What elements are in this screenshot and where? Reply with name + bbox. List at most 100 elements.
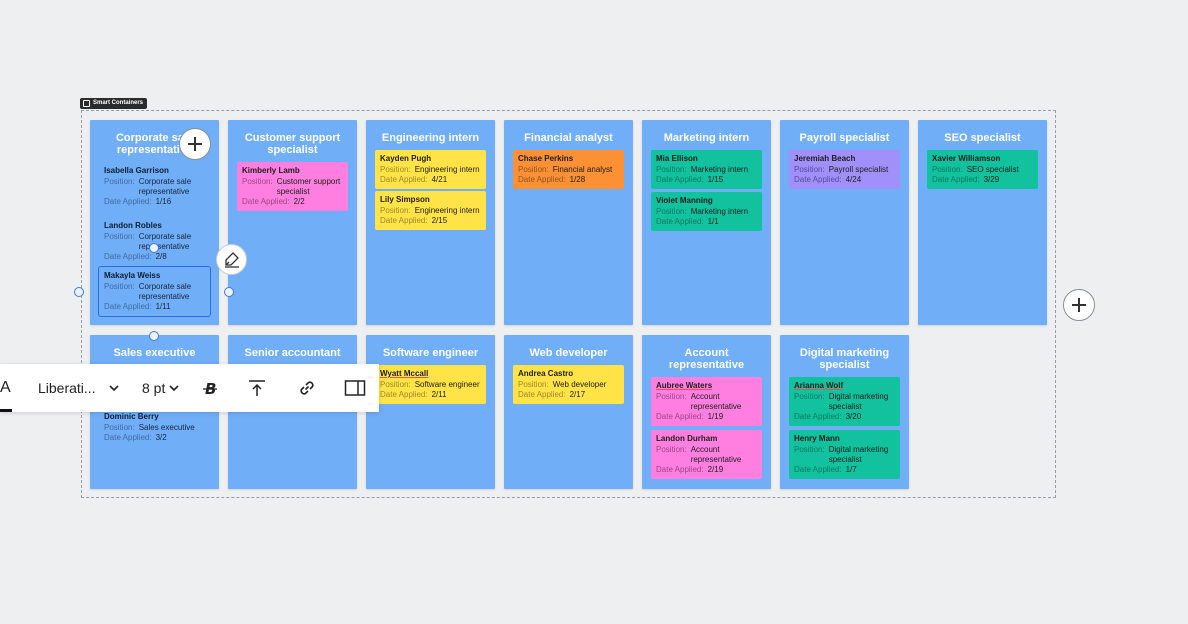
date-label: Date Applied:: [380, 175, 428, 184]
position-label: Position:: [794, 392, 825, 401]
date-label: Date Applied:: [656, 217, 704, 226]
candidate-card-selected[interactable]: Makayla Weiss Position:Corporate sale re…: [98, 266, 211, 317]
add-card-button[interactable]: [179, 128, 211, 160]
candidate-card[interactable]: Aubree Waters Position:Account represent…: [651, 377, 762, 426]
candidate-card[interactable]: Kimberly Lamb Position:Customer support …: [237, 162, 348, 211]
candidate-card[interactable]: Henry Mann Position:Digital marketing sp…: [789, 430, 900, 479]
candidate-card[interactable]: Landon Durham Position:Account represent…: [651, 430, 762, 479]
date-value: 1/7: [845, 465, 857, 474]
format-painter-button[interactable]: [216, 244, 247, 275]
position-value: Corporate sale representative: [138, 232, 192, 251]
column-corporate-sale[interactable]: Corporate sale representative Isabella G…: [90, 120, 219, 325]
bold-button[interactable]: B: [201, 364, 219, 412]
candidate-card[interactable]: Violet Manning Position:Marketing intern…: [651, 192, 762, 231]
candidate-name: Chase Perkins: [518, 154, 574, 163]
bold-strike-icon: B: [203, 380, 217, 397]
font-size-dropdown[interactable]: 8 pt: [142, 364, 180, 412]
candidate-name: Wyatt Mccall: [380, 369, 429, 378]
column-financial-analyst[interactable]: Financial analyst Chase Perkins Position…: [504, 120, 633, 325]
candidate-name: Jeremiah Beach: [794, 154, 856, 163]
format-painter-icon: [224, 251, 239, 268]
text-format-toolbar: A Liberati... 8 pt B: [0, 364, 379, 412]
candidate-card[interactable]: Chase Perkins Position:Financial analyst…: [513, 150, 624, 189]
resize-handle-right[interactable]: [224, 287, 234, 297]
column-title: Web developer: [529, 347, 608, 359]
candidate-name: Landon Durham: [656, 434, 718, 443]
date-value: 4/21: [431, 175, 448, 184]
vertical-align-button[interactable]: [247, 364, 267, 412]
resize-handle-top[interactable]: [149, 243, 159, 253]
candidate-card[interactable]: Isabella Garrison Position:Corporate sal…: [99, 162, 210, 211]
date-label: Date Applied:: [656, 465, 704, 474]
candidate-card[interactable]: Kayden Pugh Position:Engineering intern …: [375, 150, 486, 189]
candidate-card[interactable]: Andrea Castro Position:Web developer Dat…: [513, 365, 624, 404]
candidate-card[interactable]: Arianna Wolf Position:Digital marketing …: [789, 377, 900, 426]
column-marketing-intern[interactable]: Marketing intern Mia Ellison Position:Ma…: [642, 120, 771, 325]
date-value: 1/11: [155, 302, 171, 311]
candidate-card[interactable]: Mia Ellison Position:Marketing intern Da…: [651, 150, 762, 189]
position-label: Position:: [104, 282, 135, 291]
column-digital-marketing[interactable]: Digital marketing specialist Arianna Wol…: [780, 335, 909, 489]
position-value: Corporate sale representative: [138, 282, 192, 301]
candidate-card[interactable]: Dominic Berry Position:Sales executive D…: [99, 408, 210, 447]
candidate-name: Dominic Berry: [104, 412, 159, 421]
position-value: Marketing intern: [690, 207, 749, 216]
column-title: Sales executive: [113, 347, 196, 359]
side-panel-icon: [344, 380, 366, 396]
resize-handle-bottom[interactable]: [149, 331, 159, 341]
position-value: Web developer: [552, 380, 607, 389]
column-title: Engineering intern: [381, 132, 480, 144]
position-value: Software engineer: [414, 380, 480, 389]
font-family-dropdown[interactable]: Liberati...: [38, 364, 120, 412]
column-account-representative[interactable]: Account representative Aubree Waters Pos…: [642, 335, 771, 489]
candidate-card[interactable]: Jeremiah Beach Position:Payroll speciali…: [789, 150, 900, 189]
candidate-name: Kimberly Lamb: [242, 166, 300, 175]
link-button[interactable]: [297, 364, 317, 412]
date-value: 3/2: [155, 433, 167, 442]
column-senior-accountant[interactable]: Senior accountant: [228, 335, 357, 489]
candidate-card[interactable]: Landon Robles Position:Corporate sale re…: [99, 217, 210, 266]
candidate-card[interactable]: Xavier Williamson Position:SEO specialis…: [927, 150, 1038, 189]
chevron-down-icon: [169, 385, 179, 392]
add-column-button[interactable]: [1063, 289, 1095, 321]
column-seo-specialist[interactable]: SEO specialist Xavier Williamson Positio…: [918, 120, 1047, 325]
font-size-value: 8 pt: [142, 380, 166, 396]
column-title: Corporate sale representative: [115, 132, 194, 156]
column-web-developer[interactable]: Web developer Andrea Castro Position:Web…: [504, 335, 633, 489]
column-customer-support[interactable]: Customer support specialist Kimberly Lam…: [228, 120, 357, 325]
smart-containers-tag[interactable]: Smart Containers: [80, 98, 148, 109]
candidate-card[interactable]: Lily Simpson Position:Engineering intern…: [375, 191, 486, 230]
date-label: Date Applied:: [794, 465, 842, 474]
candidate-name: Isabella Garrison: [104, 166, 169, 175]
column-sales-executive[interactable]: Sales executive Dominic Berry Position:S…: [90, 335, 219, 489]
date-label: Date Applied:: [104, 252, 152, 261]
position-label: Position:: [518, 380, 549, 389]
position-label: Position:: [518, 165, 549, 174]
candidate-name: Andrea Castro: [518, 369, 574, 378]
column-payroll-specialist[interactable]: Payroll specialist Jeremiah Beach Positi…: [780, 120, 909, 325]
date-label: Date Applied:: [518, 175, 566, 184]
date-value: 3/20: [845, 412, 862, 421]
date-value: 2/19: [707, 465, 724, 474]
date-label: Date Applied:: [380, 216, 428, 225]
panel-button[interactable]: [344, 364, 366, 412]
column-software-engineer[interactable]: Software engineer Wyatt Mccall Position:…: [366, 335, 495, 489]
date-label: Date Applied:: [656, 412, 704, 421]
position-value: Financial analyst: [552, 165, 613, 174]
date-value: 1/15: [707, 175, 724, 184]
date-label: Date Applied:: [104, 433, 152, 442]
smart-container-frame[interactable]: [81, 110, 1056, 498]
candidate-card[interactable]: Wyatt Mccall Position:Software engineer …: [375, 365, 486, 404]
column-engineering-intern[interactable]: Engineering intern Kayden Pugh Position:…: [366, 120, 495, 325]
candidate-name: Arianna Wolf: [794, 381, 844, 390]
candidate-name: Aubree Waters: [656, 381, 713, 390]
text-style-button[interactable]: A: [0, 364, 14, 412]
position-value: Sales executive: [138, 423, 195, 432]
position-label: Position:: [794, 165, 825, 174]
date-label: Date Applied:: [380, 390, 428, 399]
resize-handle-left[interactable]: [74, 287, 84, 297]
date-label: Date Applied:: [932, 175, 980, 184]
position-label: Position:: [242, 177, 273, 186]
position-label: Position:: [380, 206, 411, 215]
column-title: Financial analyst: [524, 132, 613, 144]
